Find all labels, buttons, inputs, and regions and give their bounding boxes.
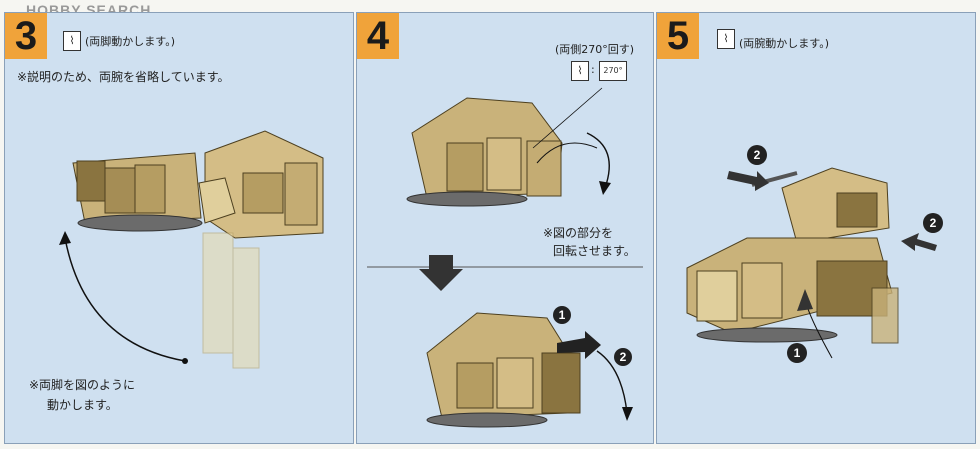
- note-rotate: ※図の部分を: [543, 225, 613, 241]
- svg-text:2: 2: [620, 350, 627, 364]
- step-panel-4: 4 (両側270°回す) ⌇ : 270° 1 2 ※図の部分を: [356, 12, 654, 444]
- note-move-legs-2: 動かします。: [47, 397, 118, 413]
- svg-text:1: 1: [794, 346, 801, 360]
- note-rotate-2: 回転させます。: [553, 243, 636, 259]
- svg-text:1: 1: [559, 308, 566, 322]
- svg-text:2: 2: [754, 148, 761, 162]
- step-panel-3: 3 ⌇ (両脚動かします。) ※説明のため、両腕を省略しています。 ※両脚を図の…: [4, 12, 354, 444]
- svg-text:2: 2: [930, 216, 937, 230]
- tank-body: [73, 131, 323, 238]
- note-move-legs: ※両脚を図のように: [29, 377, 135, 393]
- step5-illustration: 2 2 1: [657, 13, 975, 443]
- step-panel-5: 5 ⌇ (両腕動かします。) 2 2 1: [656, 12, 976, 444]
- leg-ghost: [203, 233, 259, 368]
